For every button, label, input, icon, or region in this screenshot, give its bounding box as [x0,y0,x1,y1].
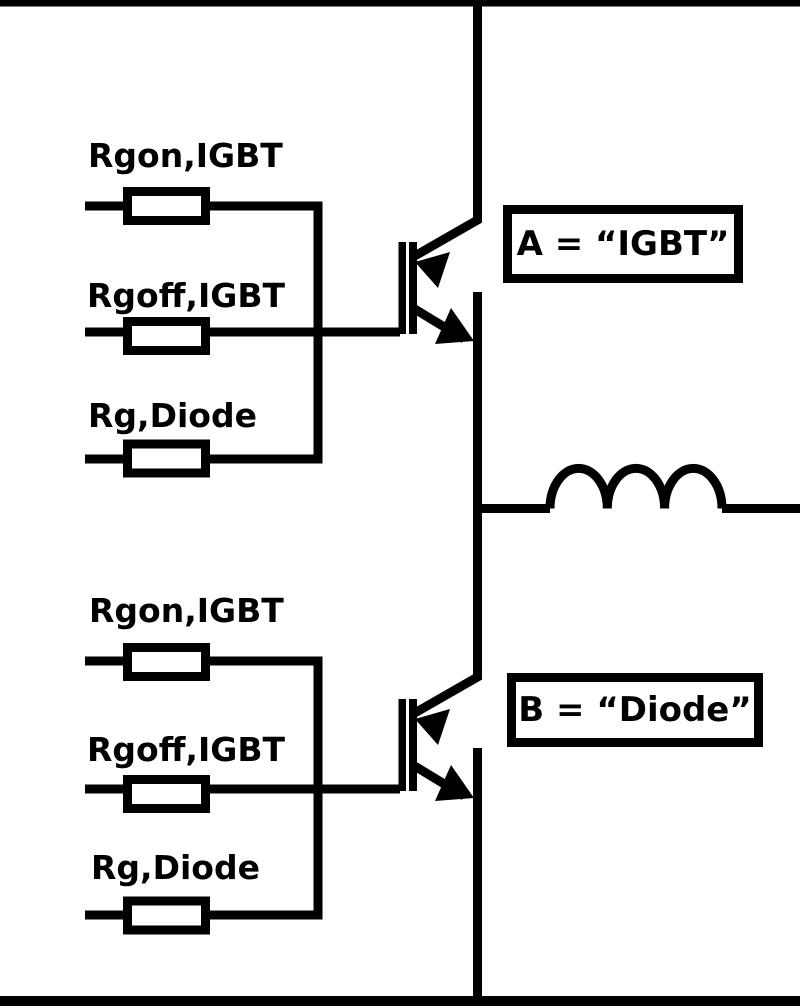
collector-arrow-icon [415,709,450,745]
emitter-arrow-icon [435,308,474,344]
resistor-symbol [123,775,210,813]
annotation-text-b: B = “Diode” [518,690,752,730]
collector-arrow-icon [415,252,450,288]
resistor-label-rgdiode-b: Rg,Diode [91,848,260,887]
resistor-bodies-b [123,643,210,935]
body-bar [409,242,417,334]
resistor-symbol [123,439,210,478]
phase-leg-wires [410,2,482,1000]
annotation-box-a: A = “IGBT” [503,205,743,283]
resistor-label-rgoff-b: Rgoff,IGBT [87,730,285,769]
igbt-a-symbol [398,242,474,344]
resistor-symbol [123,896,210,935]
resistor-bodies-a [123,187,210,478]
body-bar [409,699,417,791]
resistor-label-rgon-a: Rgon,IGBT [88,136,283,175]
annotation-text-a: A = “IGBT” [516,224,730,264]
gate-bar [398,699,406,791]
resistor-symbol [123,187,210,225]
annotation-box-b: B = “Diode” [507,673,763,747]
resistor-label-rgdiode-a: Rg,Diode [88,396,257,435]
resistor-symbol [123,317,210,355]
inductor-branch [479,463,800,513]
inductor-icon [545,463,727,509]
top-rail [0,0,800,7]
igbt-b-symbol [398,699,474,801]
emitter-arrow-icon [435,765,474,801]
resistor-label-rgon-b: Rgon,IGBT [89,591,284,630]
resistor-symbol [123,643,210,681]
bottom-rail [0,996,800,1006]
midpoint-wire [410,292,482,718]
resistor-label-rgoff-a: Rgoff,IGBT [87,276,285,315]
gate-bar [398,242,406,334]
collector-wire-a [410,2,482,261]
